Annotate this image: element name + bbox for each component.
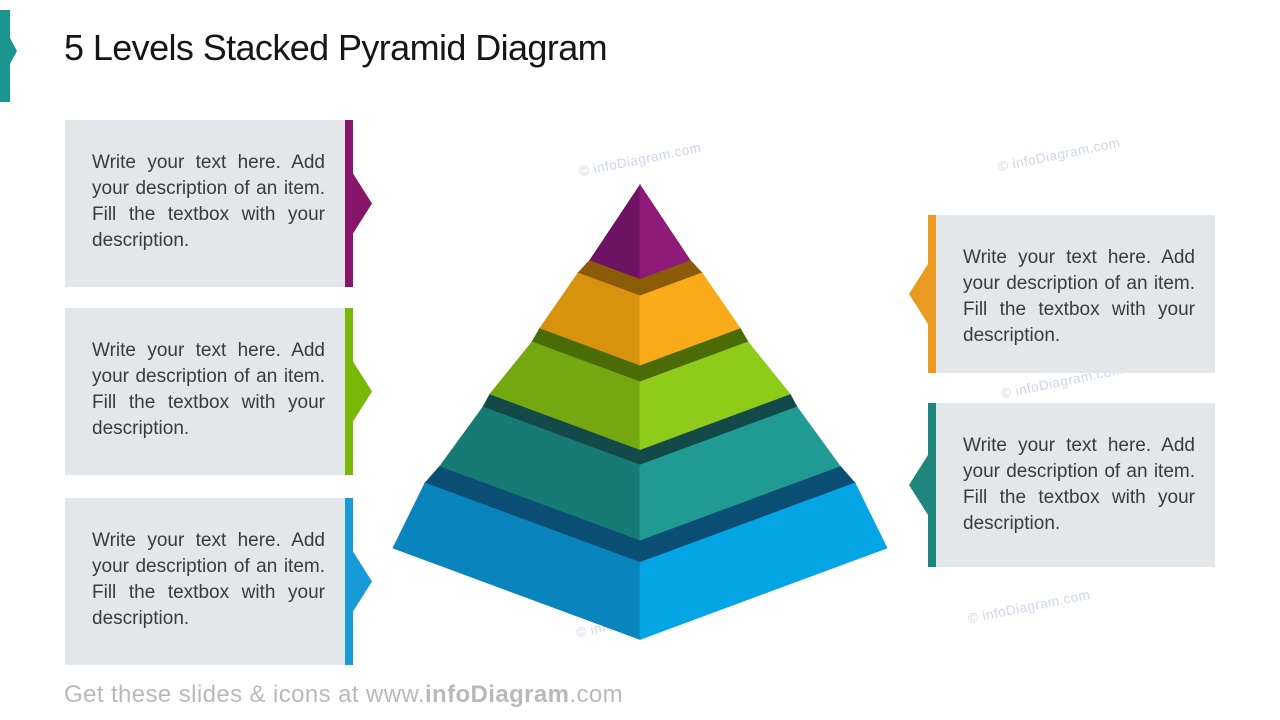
watermark: © infoDiagram.com xyxy=(966,586,1092,627)
textbox-text: Write your text here. Add your descripti… xyxy=(92,340,325,440)
pyramid-level-1-top-right-face xyxy=(639,183,691,280)
textbox-text: Write your text here. Add your descripti… xyxy=(963,435,1195,535)
title-accent-marker xyxy=(0,10,17,102)
textbox-text: Write your text here. Add your descripti… xyxy=(963,247,1195,347)
chevron-right-icon xyxy=(0,10,17,102)
left-textbox-1: Write your text here. Add your descripti… xyxy=(65,120,345,287)
page-title: 5 Levels Stacked Pyramid Diagram xyxy=(64,27,608,68)
arrow-right-icon xyxy=(345,120,372,287)
footer-prefix: Get these slides & icons at www. xyxy=(64,681,425,708)
watermark: © infoDiagram.com xyxy=(996,134,1122,175)
pyramid-level-4-right-face xyxy=(639,406,841,541)
right-textbox-1: Write your text here. Add your descripti… xyxy=(936,215,1215,373)
left-textbox-3: Write your text here. Add your descripti… xyxy=(65,498,345,665)
footer-suffix: .com xyxy=(569,681,623,708)
arrow-left-icon xyxy=(909,403,936,567)
footer-text: Get these slides & icons at www.infoDiag… xyxy=(64,681,623,709)
pyramid-level-3-right-face xyxy=(639,341,791,451)
footer-brand: infoDiagram xyxy=(424,681,570,708)
pyramid-level-5-base-right-face xyxy=(639,482,888,640)
arrow-right-icon xyxy=(345,498,372,665)
pyramid-diagram xyxy=(392,183,888,640)
left-textbox-2: Write your text here. Add your descripti… xyxy=(65,308,345,475)
textbox-text: Write your text here. Add your descripti… xyxy=(92,152,325,252)
arrow-right-icon xyxy=(345,308,372,475)
pyramid-level-2-right-face xyxy=(639,272,741,366)
textbox-text: Write your text here. Add your descripti… xyxy=(92,530,325,630)
arrow-left-icon xyxy=(909,215,936,373)
right-textbox-2: Write your text here. Add your descripti… xyxy=(936,403,1215,567)
